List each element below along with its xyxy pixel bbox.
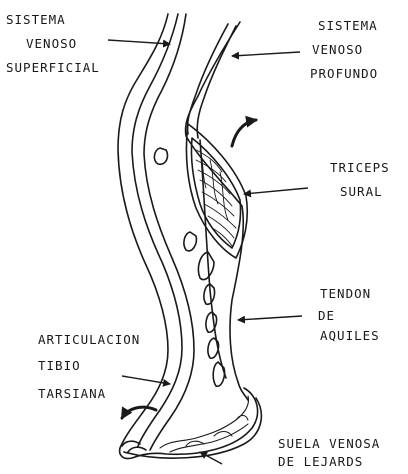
heel-venous-network (160, 396, 249, 452)
label-suela-line2: DE LEJARDS (278, 456, 363, 469)
arrow-profundo (232, 52, 300, 56)
label-articulacion-line2: TIBIO (38, 360, 81, 373)
deep-vein-line-b (197, 26, 236, 138)
deep-vein-line-a (187, 24, 228, 134)
superficial-vein-line-b (144, 14, 194, 450)
toes-outline (122, 441, 146, 452)
label-profundo-line2: VENOSO (312, 44, 363, 57)
label-profundo-line1: SISTEMA (318, 20, 378, 33)
inner-cavity-2 (198, 252, 214, 280)
label-suela-line1: SUELA VENOSA (278, 438, 380, 451)
label-superficial-line3: SUPERFICIAL (6, 62, 100, 75)
arrow-superficial (108, 40, 170, 44)
inner-cavity-1 (184, 232, 196, 251)
label-triceps-line2: SURAL (340, 186, 383, 199)
flow-arrow-calf (232, 120, 256, 146)
label-tendon-line1: TENDON (320, 288, 371, 301)
arrow-triceps (244, 188, 308, 194)
label-profundo-line3: PROFUNDO (310, 68, 378, 81)
label-superficial-line2: VENOSO (26, 38, 77, 51)
label-tendon-line3: AQUILES (320, 330, 380, 343)
label-articulacion-line1: ARTICULACION (38, 334, 140, 347)
label-superficial-line1: SISTEMA (6, 14, 66, 27)
inner-cavity-5 (208, 338, 219, 358)
inner-cavity-upper (154, 148, 167, 164)
label-triceps-line1: TRICEPS (330, 162, 390, 175)
arrow-tendon (238, 316, 302, 320)
label-tendon-line2: DE (318, 310, 335, 323)
label-articulacion-line3: TARSIANA (38, 388, 106, 401)
